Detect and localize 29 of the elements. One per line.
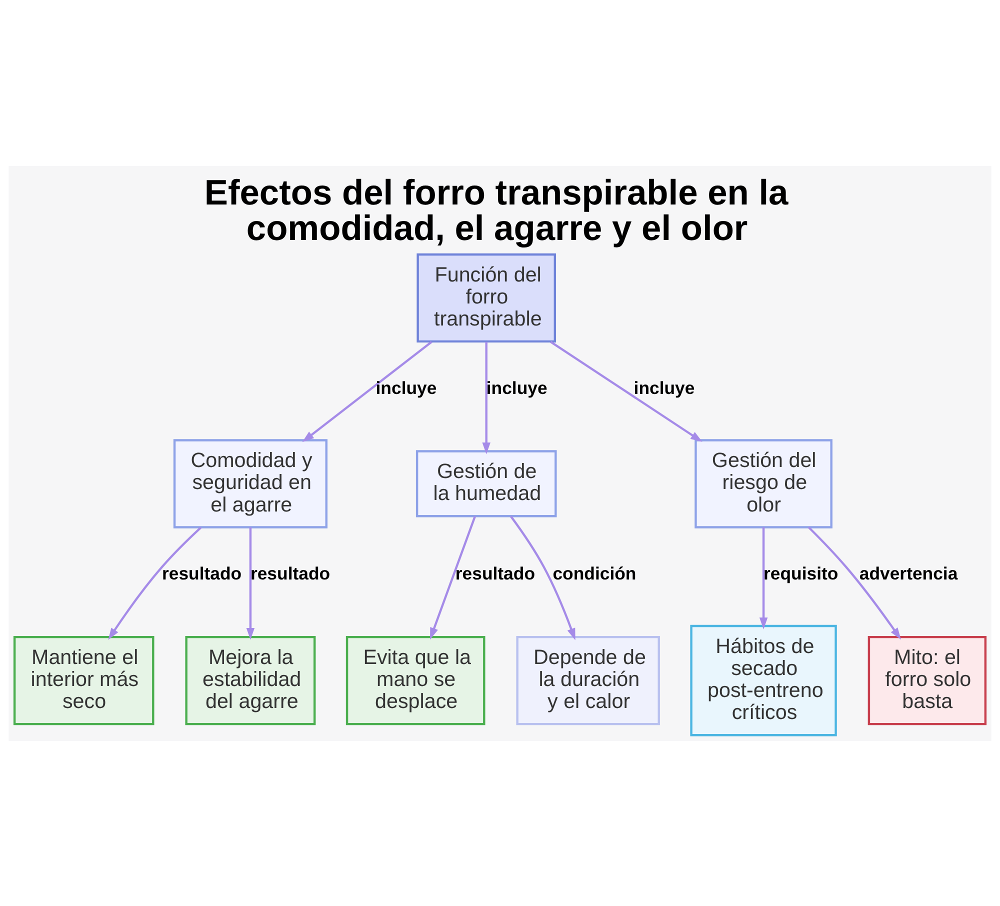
node-box: Gestión del riesgo de olor [694, 438, 832, 528]
edge-label: requisito [764, 563, 838, 584]
diagram-title: Efectos del forro transpirable en la comodidad, el agarre y el olor [204, 173, 788, 248]
node-box: Función del forro transpirable [416, 252, 556, 342]
edge-label: incluye [486, 377, 548, 398]
arrow [759, 526, 768, 629]
arrow [550, 340, 702, 442]
node-box: Comodidad y seguridad en el agarre [173, 438, 328, 528]
node-box: Gestión de la humedad [416, 450, 557, 517]
edge-label: incluye [634, 377, 695, 398]
arrow [108, 526, 202, 640]
node-box: Mantiene el interior más seco [13, 635, 154, 725]
node-box: Mejora la estabilidad del agarre [185, 635, 316, 725]
edge-label: condición [552, 563, 636, 584]
edge-label: resultado [162, 563, 242, 584]
arrow [302, 340, 432, 442]
arrow [510, 515, 576, 640]
edge-label: incluye [376, 377, 437, 398]
edge-label: resultado [455, 563, 536, 584]
node-box: Hábitos de secado post-entreno críticos [690, 624, 837, 736]
arrow [430, 515, 476, 640]
edge-label: resultado [250, 563, 330, 584]
node-box: Evita que la mano se desplace [346, 635, 486, 725]
edge-label: advertencia [859, 563, 958, 584]
arrow [482, 341, 490, 454]
node-box: Mito: el forro solo basta [868, 635, 987, 725]
arrow [246, 526, 255, 640]
arrow [808, 526, 902, 640]
node-box: Depende de la duración y el calor [516, 635, 660, 725]
